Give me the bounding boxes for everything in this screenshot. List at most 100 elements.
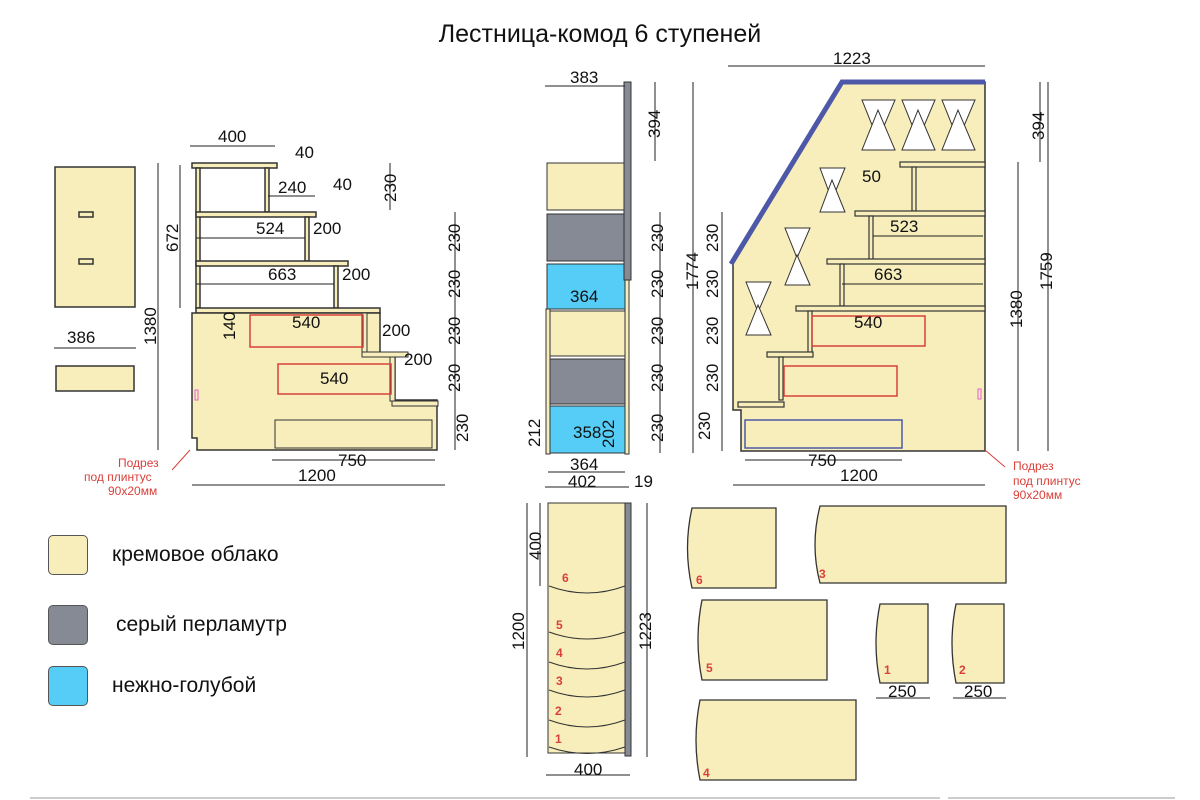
svg-text:6: 6	[562, 571, 569, 585]
svg-text:230: 230	[445, 364, 464, 392]
svg-text:230: 230	[445, 224, 464, 252]
svg-text:230: 230	[648, 270, 667, 298]
side-panel-small	[55, 365, 135, 392]
dim-750: 750	[808, 451, 836, 470]
drawing-title: Лестница-комод 6 ступеней	[438, 20, 762, 48]
dim-200: 200	[313, 219, 341, 238]
handle-slot	[78, 258, 94, 265]
svg-text:4: 4	[556, 646, 563, 660]
dim-240: 240	[278, 178, 306, 197]
dim-524: 524	[256, 219, 284, 238]
dim-394: 394	[645, 110, 664, 138]
dim-40: 40	[295, 143, 314, 162]
svg-text:230: 230	[648, 414, 667, 442]
dim-1200: 1200	[298, 466, 336, 485]
dim-1223: 1223	[636, 612, 655, 650]
dim-1200: 1200	[509, 612, 528, 650]
svg-text:230: 230	[648, 317, 667, 345]
svg-text:под плинтус: под плинтус	[1013, 474, 1081, 488]
dim-1200: 1200	[840, 466, 878, 485]
dim-250: 250	[964, 682, 992, 701]
dim-40: 40	[333, 175, 352, 194]
dim-1774: 1774	[683, 252, 702, 290]
svg-text:230: 230	[703, 270, 722, 298]
part-1	[875, 603, 929, 684]
svg-text:230: 230	[695, 412, 714, 440]
part-3	[814, 505, 1007, 584]
cut-note: Подрез	[118, 456, 159, 470]
dim-140: 140	[220, 312, 239, 340]
legend-item-grey: серый перламутр	[48, 603, 287, 647]
svg-text:2: 2	[959, 663, 966, 677]
dim-50: 50	[862, 167, 881, 186]
dim-250: 250	[888, 682, 916, 701]
dim-364: 364	[570, 455, 598, 474]
svg-text:3: 3	[819, 567, 826, 581]
dim-202: 202	[599, 420, 618, 448]
svg-text:под плинтус: под плинтус	[84, 470, 152, 484]
svg-text:230: 230	[703, 224, 722, 252]
svg-text:3: 3	[556, 674, 563, 688]
dim-1223: 1223	[833, 49, 871, 68]
svg-text:230: 230	[703, 317, 722, 345]
part-5	[697, 599, 828, 681]
dim-386: 386	[67, 328, 95, 347]
svg-text:230: 230	[703, 364, 722, 392]
part-6	[686, 507, 777, 589]
dim-750: 750	[338, 451, 366, 470]
dim-383: 383	[570, 68, 598, 87]
svg-text:1: 1	[555, 732, 562, 746]
dim-364: 364	[570, 287, 598, 306]
left-height-dims: 230 230 230 230 230 230	[381, 163, 472, 450]
dim-394: 394	[1029, 112, 1048, 140]
color-swatch	[48, 535, 88, 575]
right-height-dims: 230 230 230 230 230	[695, 212, 723, 451]
svg-text:6: 6	[696, 573, 703, 587]
dim-1759: 1759	[1037, 252, 1056, 290]
dim-212: 212	[525, 419, 544, 447]
svg-text:230: 230	[453, 414, 472, 442]
svg-text:230: 230	[445, 317, 464, 345]
dim-400: 400	[526, 532, 545, 560]
top-view: 6 5 4 3 2 1 400 1200 1223 400	[509, 502, 655, 779]
svg-text:230: 230	[648, 224, 667, 252]
dim-523: 523	[890, 217, 918, 236]
svg-text:4: 4	[703, 766, 710, 780]
dim-358: 358	[573, 423, 601, 442]
legend-item-cream: кремовое облако	[48, 533, 279, 577]
dim-400: 400	[218, 127, 246, 146]
dim-400: 400	[574, 760, 602, 779]
front-height-dims: 230 230 230 230 230	[648, 212, 667, 453]
right-side-view: 1223 50 523 663 540 750 1200 394 1380 17…	[695, 49, 1081, 502]
dim-1380: 1380	[1007, 290, 1026, 328]
dim-540: 540	[854, 313, 882, 332]
dim-540: 540	[320, 369, 348, 388]
part-4	[695, 699, 857, 781]
color-swatch	[48, 605, 88, 645]
svg-text:1: 1	[884, 663, 891, 677]
dim-540: 540	[292, 313, 320, 332]
dim-200: 200	[404, 350, 432, 369]
svg-text:230: 230	[445, 270, 464, 298]
svg-text:5: 5	[706, 661, 713, 675]
handle-slot	[78, 211, 94, 218]
svg-text:90х20мм: 90х20мм	[108, 484, 157, 498]
dim-200: 200	[382, 321, 410, 340]
left-side-view: 386 400 40 240 40 524 200	[54, 127, 472, 498]
dim-1380: 1380	[141, 307, 160, 345]
front-view: 383 394 364 358 212 202 364 402 19 1774 …	[525, 68, 702, 491]
color-swatch	[48, 666, 88, 706]
dim-663: 663	[874, 265, 902, 284]
side-panel-front	[54, 166, 136, 308]
svg-text:5: 5	[556, 618, 563, 632]
dim-663: 663	[268, 265, 296, 284]
svg-text:90х20мм: 90х20мм	[1013, 488, 1062, 502]
svg-text:2: 2	[555, 704, 562, 718]
svg-text:230: 230	[648, 364, 667, 392]
svg-text:Подрез: Подрез	[1013, 459, 1054, 473]
dim-672: 672	[163, 224, 182, 252]
svg-text:230: 230	[381, 174, 400, 202]
parts-layout	[686, 505, 1007, 781]
dim-19: 19	[634, 472, 653, 491]
